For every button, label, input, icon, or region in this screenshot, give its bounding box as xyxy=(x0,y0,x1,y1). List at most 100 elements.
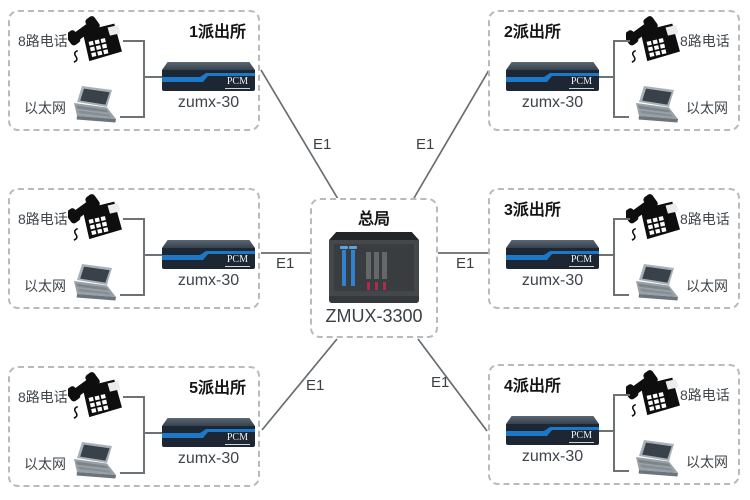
device-blue-stripe xyxy=(506,73,599,82)
device-top-panel xyxy=(162,62,255,70)
device-front-panel: PCM xyxy=(162,248,255,269)
bracket-line-phone xyxy=(123,40,145,42)
bracket-line-phone xyxy=(123,396,145,398)
bracket-line-device xyxy=(599,76,615,78)
gray-card xyxy=(374,252,379,279)
headquarters-title: 总局 xyxy=(357,211,390,228)
ethernet-label: 以太网 xyxy=(24,100,66,116)
pcm-badge: PCM xyxy=(568,76,594,89)
chassis-base xyxy=(329,296,419,303)
telephone-icon xyxy=(623,369,682,419)
zumx-30-device: PCM xyxy=(506,240,599,269)
bracket-line-device xyxy=(143,76,162,78)
blue-card xyxy=(349,246,357,286)
gray-card xyxy=(366,252,371,279)
bracket-line-device xyxy=(599,430,615,432)
device-blue-stripe xyxy=(162,251,255,260)
ethernet-label: 以太网 xyxy=(686,278,728,294)
device-blue-stripe xyxy=(506,427,599,436)
bracket-line-vertical xyxy=(613,218,615,296)
red-indicator xyxy=(367,282,370,290)
laptop-icon xyxy=(65,442,123,484)
station-title: 5派出所 xyxy=(189,380,246,397)
bracket-line-phone xyxy=(615,40,630,42)
device-top-panel xyxy=(162,418,255,426)
device-label: zumx-30 xyxy=(177,272,240,289)
pcm-badge: PCM xyxy=(224,432,250,445)
laptop-icon xyxy=(627,440,685,482)
station-box: 4派出所 8路电话 以太网 xyxy=(488,364,740,485)
bracket-line-ethernet xyxy=(120,294,145,296)
bracket-line-device xyxy=(143,254,162,256)
chassis-card-cage xyxy=(334,244,414,291)
zmux-3300-chassis xyxy=(329,232,419,303)
zumx-30-device: PCM xyxy=(506,416,599,445)
bracket-line-ethernet xyxy=(615,470,629,472)
e1-link-label: E1 xyxy=(313,136,332,153)
e1-link-label: E1 xyxy=(416,136,435,153)
device-front-panel: PCM xyxy=(162,426,255,447)
chassis-body xyxy=(329,240,419,303)
phone-label: 8路电话 xyxy=(18,389,68,405)
station-title: 2派出所 xyxy=(504,24,561,41)
bracket-line-vertical xyxy=(143,40,145,118)
ethernet-label: 以太网 xyxy=(686,100,728,116)
device-top-panel xyxy=(506,62,599,70)
laptop-icon xyxy=(627,86,685,128)
bracket-line-device xyxy=(599,254,615,256)
blue-card xyxy=(340,246,348,286)
red-indicator xyxy=(375,282,378,290)
device-front-panel: PCM xyxy=(162,70,255,91)
device-label: zumx-30 xyxy=(177,450,240,467)
telephone-icon xyxy=(623,15,682,65)
station-title: 1派出所 xyxy=(189,24,246,41)
station-title: 3派出所 xyxy=(504,202,561,219)
device-blue-stripe xyxy=(162,73,255,82)
device-label: zumx-30 xyxy=(177,94,240,111)
station-box: 3派出所 8路电话 以太网 xyxy=(488,188,740,309)
device-blue-stripe xyxy=(506,251,599,260)
phone-label: 8路电话 xyxy=(680,33,730,49)
station-box: 2派出所 8路电话 以太网 xyxy=(488,10,740,131)
bracket-line-phone xyxy=(615,218,630,220)
e1-link-label: E1 xyxy=(276,255,295,272)
bracket-line-ethernet xyxy=(120,472,145,474)
chassis-lid xyxy=(329,232,419,240)
station-title: 4派出所 xyxy=(504,378,561,395)
phone-label: 8路电话 xyxy=(680,211,730,227)
ethernet-label: 以太网 xyxy=(24,278,66,294)
headquarters-box: 总局 ZMUX-3300 xyxy=(310,198,438,338)
bracket-line-vertical xyxy=(613,40,615,118)
station-box: 8路电话 以太网 xyxy=(8,188,260,309)
pcm-badge: PCM xyxy=(224,254,250,267)
laptop-icon xyxy=(65,264,123,306)
zumx-30-device: PCM xyxy=(506,62,599,91)
phone-label: 8路电话 xyxy=(18,33,68,49)
zumx-30-device: PCM xyxy=(162,240,255,269)
zmux-3300-label: ZMUX-3300 xyxy=(325,306,423,326)
e1-link-label: E1 xyxy=(431,374,450,391)
device-front-panel: PCM xyxy=(506,424,599,445)
device-front-panel: PCM xyxy=(506,70,599,91)
telephone-icon xyxy=(623,193,682,243)
device-label: zumx-30 xyxy=(521,272,584,289)
station-box: 5派出所 8路电话 以太网 xyxy=(8,366,260,487)
bracket-line-vertical xyxy=(613,394,615,472)
bracket-line-vertical xyxy=(143,396,145,474)
phone-label: 8路电话 xyxy=(18,211,68,227)
laptop-icon xyxy=(627,264,685,306)
device-label: zumx-30 xyxy=(521,448,584,465)
bracket-line-device xyxy=(143,432,162,434)
device-top-panel xyxy=(506,240,599,248)
laptop-icon xyxy=(65,86,123,128)
e1-link-label: E1 xyxy=(456,255,475,272)
zumx-30-device: PCM xyxy=(162,418,255,447)
bracket-line-ethernet xyxy=(120,116,145,118)
zumx-30-device: PCM xyxy=(162,62,255,91)
device-label: zumx-30 xyxy=(521,94,584,111)
device-front-panel: PCM xyxy=(506,248,599,269)
e1-link-label: E1 xyxy=(306,377,325,394)
station-box: 1派出所 8路电话 以太网 xyxy=(8,10,260,131)
red-indicator xyxy=(383,282,386,290)
